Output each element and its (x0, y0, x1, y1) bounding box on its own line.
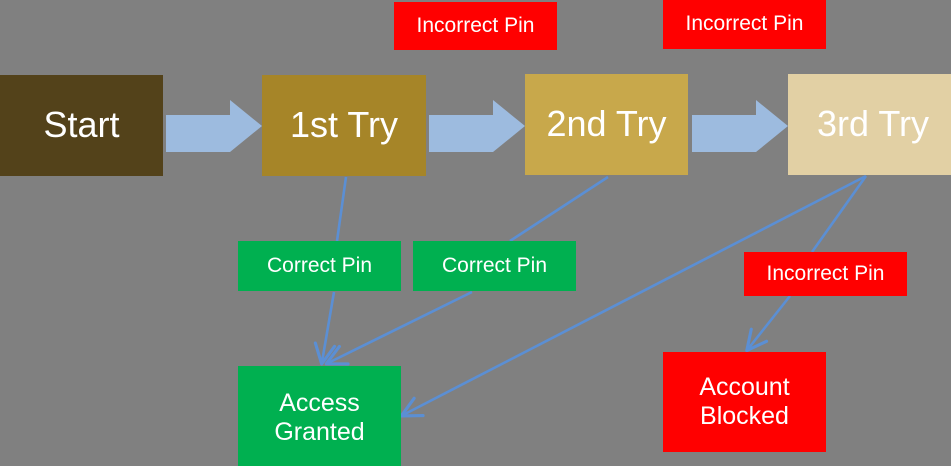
node-account-blocked[interactable]: Account Blocked (663, 352, 826, 452)
block-arrow-start-to-try1 (166, 100, 262, 152)
node-first-try[interactable]: 1st Try (262, 75, 426, 176)
node-second-try[interactable]: 2nd Try (525, 74, 688, 175)
label-incorrect-pin-try1-to-try2[interactable]: Incorrect Pin (394, 2, 557, 50)
node-access-granted[interactable]: Access Granted (238, 366, 401, 466)
block-arrow-try2-to-try3 (692, 100, 788, 152)
node-start[interactable]: Start (0, 75, 163, 176)
node-third-try[interactable]: 3rd Try (788, 74, 951, 175)
label-correct-pin-try1[interactable]: Correct Pin (238, 241, 401, 291)
label-incorrect-pin-try3-to-blocked[interactable]: Incorrect Pin (744, 252, 907, 296)
label-incorrect-pin-try2-to-try3[interactable]: Incorrect Pin (663, 0, 826, 49)
block-arrow-try1-to-try2 (429, 100, 525, 152)
label-correct-pin-try2[interactable]: Correct Pin (413, 241, 576, 291)
